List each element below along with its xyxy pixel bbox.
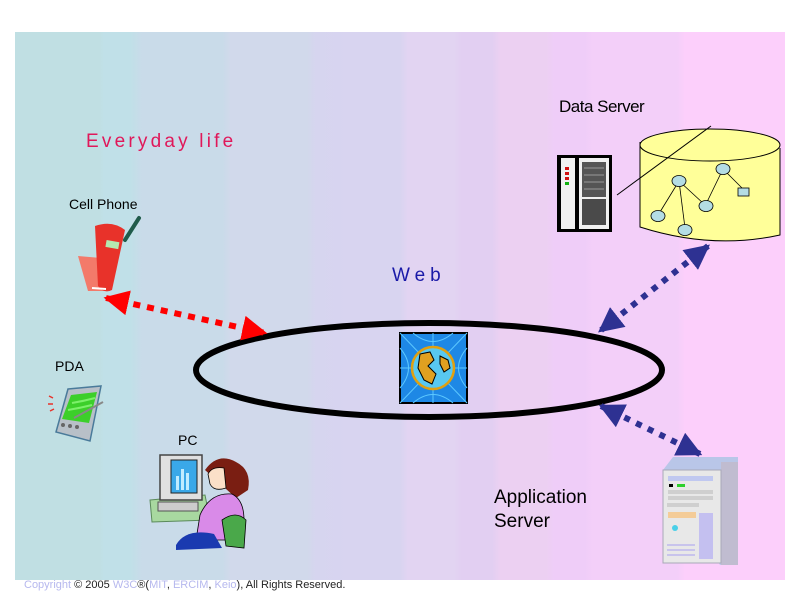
copyright-footer: Copyright © 2005 W3C®(MIT, ERCIM, Keio),…: [24, 579, 345, 591]
keio-link[interactable]: Keio: [214, 579, 237, 591]
rights-text: All Rights Reserved.: [245, 579, 346, 591]
diagram-heading: Everyday life: [86, 131, 237, 152]
cell-phone-label: Cell Phone: [69, 196, 138, 212]
database-cylinder-icon: [616, 125, 781, 242]
mit-link[interactable]: MIT: [149, 579, 167, 591]
web-ring: [193, 320, 665, 420]
application-server-label-line1: Application: [494, 487, 587, 508]
data-server-label: Data Server: [559, 97, 645, 116]
w3c-link[interactable]: W3C: [112, 579, 138, 591]
pc-label: PC: [178, 432, 198, 448]
cell-phone-icon: [78, 216, 141, 292]
connection-data-server-web: [598, 243, 710, 334]
connection-cell-phone-web: [103, 290, 268, 341]
web-label: Web: [392, 265, 446, 286]
person-at-computer-icon: [149, 454, 249, 550]
close-paren: ),: [236, 579, 244, 591]
application-server-label: Application Server: [494, 486, 587, 534]
separator: ,: [208, 579, 215, 591]
server-tower-icon: [662, 457, 738, 565]
server-rack-icon: [557, 155, 612, 232]
copyright-year: © 2005: [74, 579, 110, 591]
registered-mark: ®: [137, 579, 146, 591]
application-server-label-line2: Server: [494, 511, 550, 532]
globe-web-icon: [399, 332, 468, 404]
pda-icon: [48, 385, 104, 442]
connection-app-server-web: [598, 403, 703, 457]
copyright-link[interactable]: Copyright: [24, 579, 72, 591]
open-paren: (: [145, 579, 150, 591]
pda-label: PDA: [55, 358, 84, 374]
ercim-link[interactable]: ERCIM: [172, 579, 209, 591]
separator: ,: [166, 579, 173, 591]
